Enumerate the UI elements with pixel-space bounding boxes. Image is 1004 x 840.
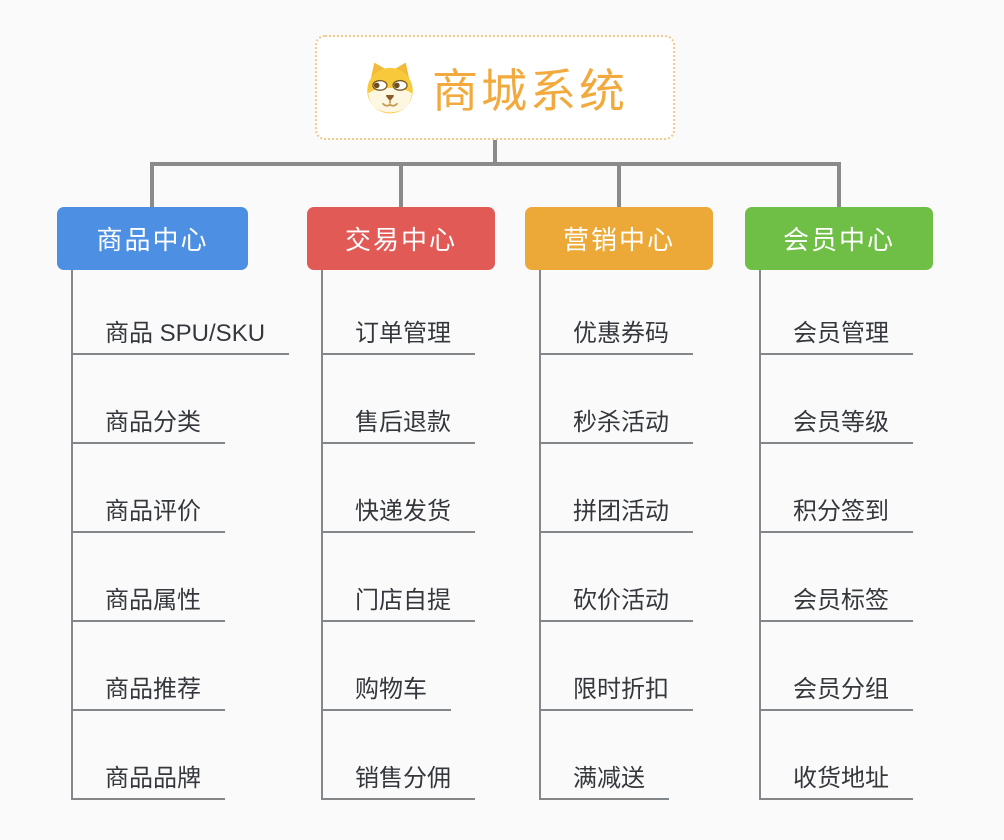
root-node[interactable]: 商城系统 — [315, 35, 675, 140]
branch-label: 交易中心 — [344, 225, 457, 255]
branch-header-trade-center[interactable]: 交易中心 — [307, 207, 495, 270]
node-order-management[interactable]: 订单管理 — [321, 307, 475, 355]
node-limited-time-discount[interactable]: 限时折扣 — [539, 663, 693, 711]
node-product-attribute[interactable]: 商品属性 — [71, 574, 225, 622]
connector-horizontal — [150, 162, 840, 166]
node-member-level[interactable]: 会员等级 — [759, 396, 913, 444]
node-flash-sale[interactable]: 秒杀活动 — [539, 396, 693, 444]
branch-trunk-trade — [321, 270, 323, 800]
node-bargain-activity[interactable]: 砍价活动 — [539, 574, 693, 622]
node-product-category[interactable]: 商品分类 — [71, 396, 225, 444]
branch-trunk-product — [71, 270, 73, 800]
branch-trunk-marketing — [539, 270, 541, 800]
branch-trunk-member — [759, 270, 761, 800]
node-full-reduction[interactable]: 满减送 — [539, 752, 669, 800]
node-store-pickup[interactable]: 门店自提 — [321, 574, 475, 622]
node-member-group[interactable]: 会员分组 — [759, 663, 913, 711]
node-coupon-code[interactable]: 优惠券码 — [539, 307, 693, 355]
node-member-management[interactable]: 会员管理 — [759, 307, 913, 355]
branch-header-product-center[interactable]: 商品中心 — [57, 207, 248, 270]
node-shopping-cart[interactable]: 购物车 — [321, 663, 451, 711]
branch-header-member-center[interactable]: 会员中心 — [745, 207, 933, 270]
branch-header-marketing-center[interactable]: 营销中心 — [525, 207, 713, 270]
node-shipping-address[interactable]: 收货地址 — [759, 752, 913, 800]
connector-drop-product — [150, 162, 154, 207]
connector-drop-trade — [399, 162, 403, 207]
branch-label: 会员中心 — [782, 225, 895, 255]
node-product-recommend[interactable]: 商品推荐 — [71, 663, 225, 711]
connector-root-drop — [493, 140, 497, 166]
node-group-buying[interactable]: 拼团活动 — [539, 485, 693, 533]
node-product-spu-sku[interactable]: 商品 SPU/SKU — [71, 307, 290, 355]
root-node-label: 商城系统 — [432, 64, 628, 117]
node-member-tag[interactable]: 会员标签 — [759, 574, 913, 622]
node-after-sales-refund[interactable]: 售后退款 — [321, 396, 475, 444]
node-points-checkin[interactable]: 积分签到 — [759, 485, 913, 533]
connector-drop-marketing — [617, 162, 621, 207]
node-product-brand[interactable]: 商品品牌 — [71, 752, 225, 800]
connector-drop-member — [837, 162, 841, 207]
shiba-dog-icon — [362, 60, 418, 116]
node-product-review[interactable]: 商品评价 — [71, 485, 225, 533]
node-express-delivery[interactable]: 快递发货 — [321, 485, 475, 533]
branch-label: 商品中心 — [96, 225, 209, 255]
branch-label: 营销中心 — [562, 225, 675, 255]
node-sales-commission[interactable]: 销售分佣 — [321, 752, 475, 800]
